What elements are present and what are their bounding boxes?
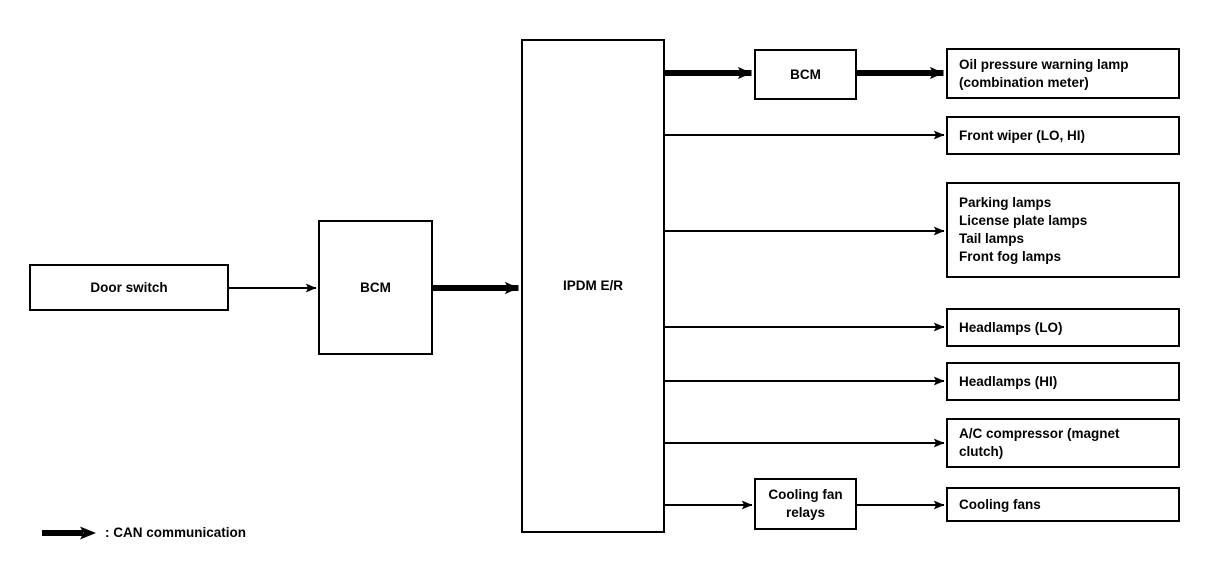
node-cooling-fan-relays-label-line1: Cooling fan — [768, 487, 843, 503]
node-ipdm-er-label: IPDM E/R — [562, 278, 623, 294]
node-bcm-top-label: BCM — [790, 66, 821, 82]
node-bcm-left[interactable]: BCM — [318, 220, 433, 355]
legend: : CAN communication — [42, 525, 246, 540]
output-node-label: Headlamps (LO) — [959, 319, 1063, 335]
output-node-label: License plate lamps — [959, 213, 1088, 229]
output-node-headlamps-hi[interactable]: Headlamps (HI) — [946, 362, 1180, 401]
output-node-oil-pressure-warning-lamp[interactable]: Oil pressure warning lamp (combination me… — [946, 48, 1180, 99]
output-node-label: Parking lamps — [959, 195, 1052, 211]
output-node-label: Tail lamps — [959, 231, 1025, 246]
output-node-label: Headlamps (HI) — [959, 373, 1058, 389]
output-node-cooling-fans[interactable]: Cooling fans — [946, 487, 1180, 522]
thick-arrow-icon — [42, 526, 96, 539]
node-cooling-fan-relays-label-line2: relays — [785, 505, 826, 520]
node-door-switch-label: Door switch — [90, 279, 168, 295]
output-node-headlamps-lo[interactable]: Headlamps (LO) — [946, 308, 1180, 347]
node-ipdm-er[interactable]: IPDM E/R — [521, 39, 665, 533]
output-node-label: Front wiper (LO, HI) — [959, 127, 1085, 143]
output-node-label: Cooling fans — [959, 496, 1041, 512]
node-bcm-top[interactable]: BCM — [754, 49, 857, 100]
output-node-label: Oil pressure warning lamp — [959, 56, 1129, 72]
output-node-label: clutch) — [959, 444, 1004, 459]
node-door-switch[interactable]: Door switch — [29, 264, 229, 311]
output-node-front-wiper[interactable]: Front wiper (LO, HI) — [946, 116, 1180, 155]
node-bcm-left-label: BCM — [360, 279, 391, 295]
output-node-label: (combination meter) — [959, 74, 1089, 90]
legend-label: : CAN communication — [105, 525, 247, 540]
output-node-label: Front fog lamps — [959, 248, 1061, 264]
output-node-label: A/C compressor (magnet — [959, 426, 1120, 442]
node-cooling-fan-relays[interactable]: Cooling fan relays — [754, 478, 857, 530]
output-node-ac-compressor[interactable]: A/C compressor (magnet clutch) — [946, 418, 1180, 468]
